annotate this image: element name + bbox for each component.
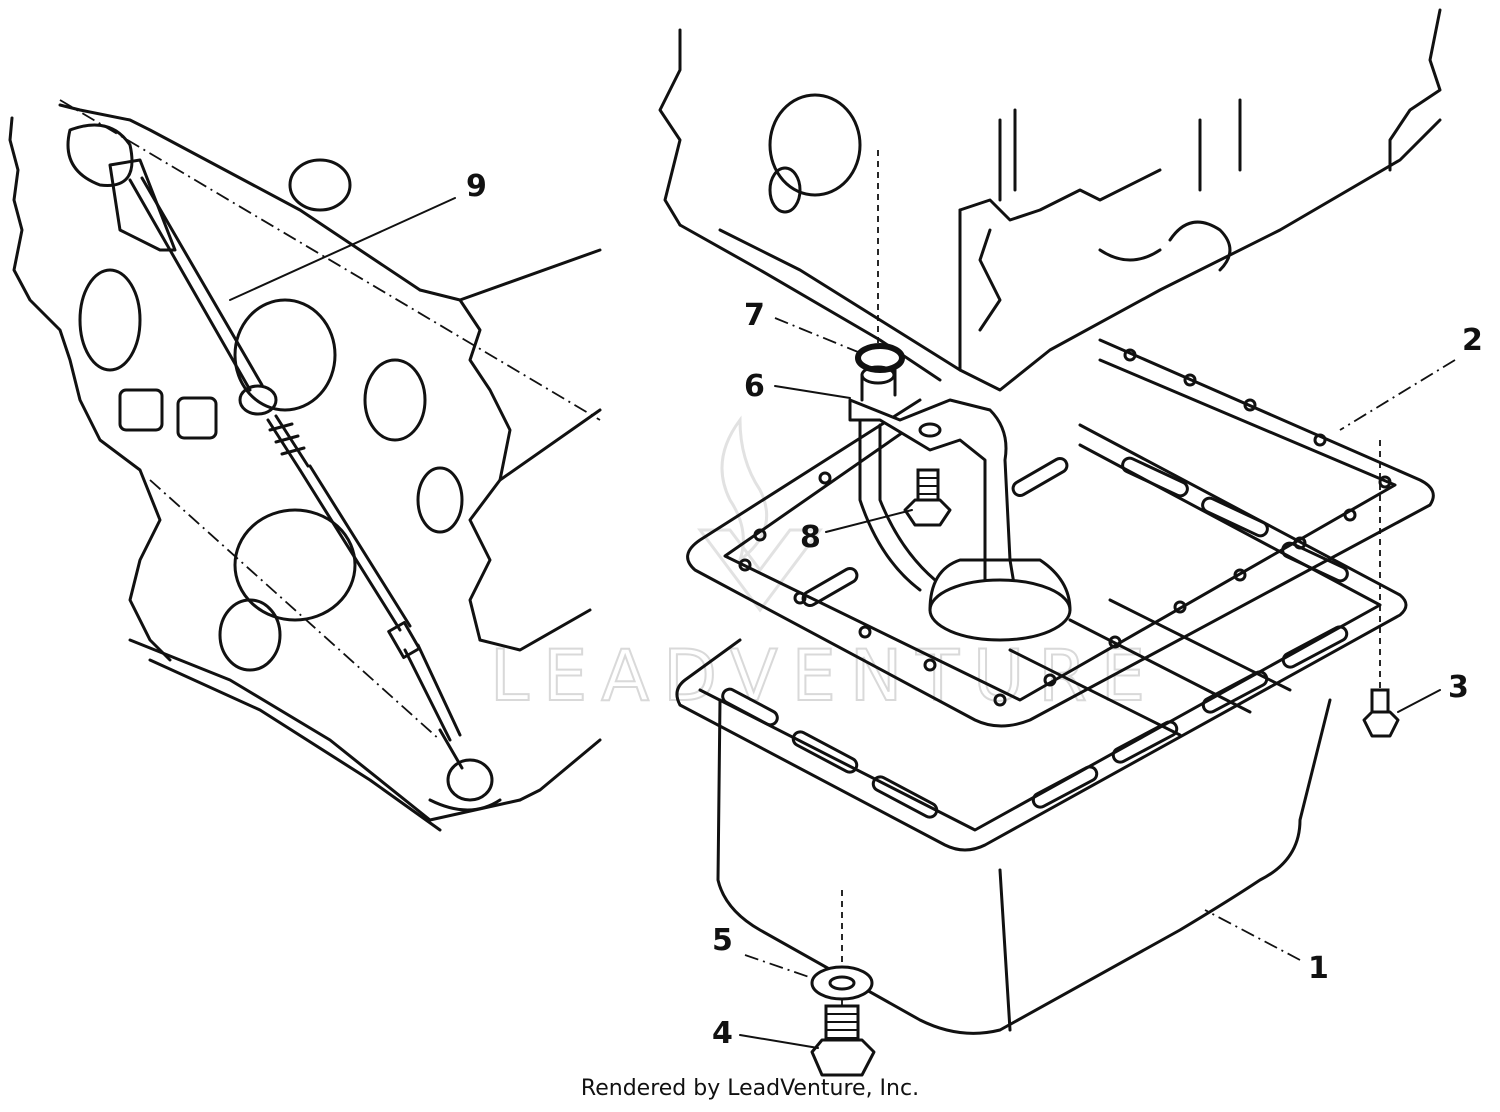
strainer-bolt xyxy=(903,468,952,527)
credit-text: Rendered by LeadVenture, Inc. xyxy=(580,1076,920,1101)
callout-3: 3 xyxy=(1448,670,1469,705)
drain-plug xyxy=(810,1004,876,1077)
callout-9: 9 xyxy=(466,169,487,204)
oil-pan-gasket xyxy=(686,338,1435,728)
pan-bolt xyxy=(1362,688,1400,738)
oil-pan xyxy=(675,423,1408,1035)
engine-block-right xyxy=(658,8,1442,392)
callout-8: 8 xyxy=(800,520,821,555)
leader-lines xyxy=(229,197,1456,1049)
watermark-text: LEADVENTURE xyxy=(490,635,1159,717)
o-ring xyxy=(855,343,905,373)
watermark-logo: LEADVENTURE xyxy=(489,415,1159,718)
centerline-dipstick-lower xyxy=(149,479,441,741)
engine-block-left xyxy=(8,103,602,832)
callout-1: 1 xyxy=(1308,951,1329,986)
centerline-dipstick xyxy=(59,99,601,421)
callout-5: 5 xyxy=(712,923,733,958)
callout-4: 4 xyxy=(712,1016,733,1051)
callout-6: 6 xyxy=(744,369,765,404)
drain-washer xyxy=(810,965,874,1001)
callout-7: 7 xyxy=(744,298,765,333)
oil-strainer xyxy=(848,365,1072,642)
callout-2: 2 xyxy=(1462,323,1483,358)
